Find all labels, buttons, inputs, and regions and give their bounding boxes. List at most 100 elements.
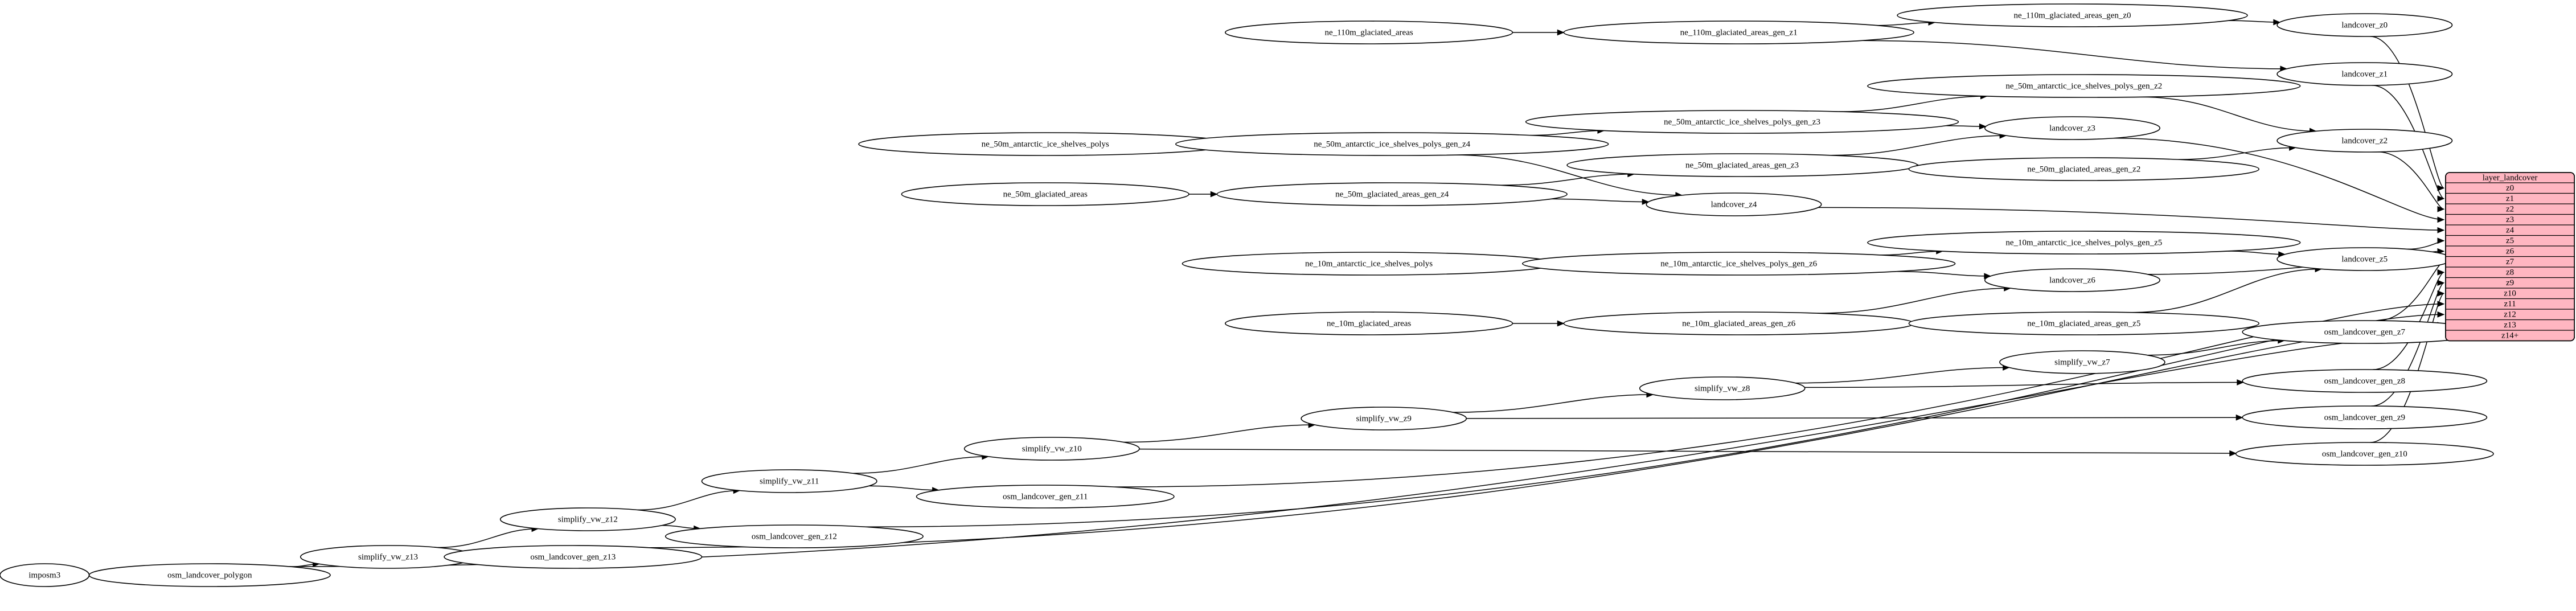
edge-ne_50m_antarctic_ice_shelves_polys_gen_z2-to-landcover_z2	[2140, 96, 2316, 132]
layer-table-row-z4[interactable]: z4	[2506, 226, 2515, 235]
graph-node-ne_10m_glaciated_areas_gen_z5[interactable]: ne_10m_glaciated_areas_gen_z5	[1908, 311, 2260, 335]
graph-node-simplify_vw_z10[interactable]: simplify_vw_z10	[963, 437, 1140, 461]
graph-node-simplify_vw_z7[interactable]: simplify_vw_z7	[1999, 350, 2165, 374]
node-ellipse-osm_landcover_gen_z8	[2242, 369, 2488, 393]
layer-table-row-z7[interactable]: z7	[2506, 257, 2515, 266]
node-ellipse-ne_10m_glaciated_areas_gen_z5	[1908, 311, 2260, 335]
edge-simplify_vw_z7-to-osm_landcover_gen_z7	[2147, 340, 2284, 356]
layer-table-row-z0[interactable]: z0	[2506, 184, 2514, 193]
layer-table-row-z2[interactable]: z2	[2506, 205, 2514, 214]
layer-table-row-z13[interactable]: z13	[2504, 321, 2516, 330]
graph-node-ne_50m_glaciated_areas_gen_z4[interactable]: ne_50m_glaciated_areas_gen_z4	[1216, 182, 1568, 206]
graph-node-ne_50m_glaciated_areas[interactable]: ne_50m_glaciated_areas	[901, 182, 1189, 206]
node-label-ne_10m_antarctic_ice_shelves_polys: ne_10m_antarctic_ice_shelves_polys	[1305, 259, 1433, 268]
graph-node-osm_landcover_gen_z12[interactable]: osm_landcover_gen_z12	[664, 524, 924, 548]
node-ellipse-ne_10m_antarctic_ice_shelves_polys_gen_z6	[1522, 252, 1956, 276]
graph-node-simplify_vw_z9[interactable]: simplify_vw_z9	[1301, 407, 1467, 430]
graph-node-ne_10m_antarctic_ice_shelves_polys_gen_z5[interactable]: ne_10m_antarctic_ice_shelves_polys_gen_z…	[1867, 231, 2301, 255]
node-label-osm_landcover_gen_z11: osm_landcover_gen_z11	[1003, 492, 1088, 501]
node-label-ne_50m_glaciated_areas: ne_50m_glaciated_areas	[1003, 190, 1088, 199]
layer-table-row-z8[interactable]: z8	[2506, 268, 2514, 277]
graph-node-simplify_vw_z12[interactable]: simplify_vw_z12	[499, 507, 676, 531]
edges-layer	[83, 19, 2445, 579]
edge-ne_50m_glaciated_areas_gen_z4-to-landcover_z4	[1550, 198, 1649, 203]
graph-node-landcover_z4[interactable]: landcover_z4	[1646, 192, 1822, 216]
edge-ne_50m_antarctic_ice_shelves_polys_gen_z4-to-landcover_z4	[1454, 154, 1682, 196]
edge-arrowhead	[2229, 450, 2237, 457]
graph-node-ne_50m_antarctic_ice_shelves_polys_gen_z3[interactable]: ne_50m_antarctic_ice_shelves_polys_gen_z…	[1525, 110, 1959, 134]
node-ellipse-ne_50m_antarctic_ice_shelves_polys_gen_z3	[1525, 110, 1959, 134]
node-ellipse-simplify_vw_z12	[499, 507, 676, 531]
graph-node-ne_50m_antarctic_ice_shelves_polys[interactable]: ne_50m_antarctic_ice_shelves_polys	[858, 132, 1233, 156]
layer-table-row-z11[interactable]: z11	[2504, 300, 2516, 309]
graph-node-landcover_z3[interactable]: landcover_z3	[1984, 116, 2161, 140]
graph-node-osm_landcover_gen_z13[interactable]: osm_landcover_gen_z13	[444, 545, 703, 569]
edge-simplify_vw_z8-to-osm_landcover_gen_z8	[1804, 382, 2243, 388]
node-label-simplify_vw_z10: simplify_vw_z10	[1022, 444, 1082, 453]
edge-ne_50m_glaciated_areas_gen_z3-to-landcover_z3	[1830, 135, 2007, 156]
node-ellipse-osm_landcover_gen_z9	[2242, 405, 2488, 429]
layer-table-row-z9[interactable]: z9	[2506, 278, 2514, 288]
layer-table-row-z3[interactable]: z3	[2506, 215, 2514, 224]
edge-osm_landcover_gen_z13-to-table-row-13	[647, 325, 2444, 548]
node-label-osm_landcover_gen_z10: osm_landcover_gen_z10	[2322, 449, 2407, 458]
graph-node-landcover_z2[interactable]: landcover_z2	[2276, 129, 2453, 153]
layer-table-row-z14+[interactable]: z14+	[2501, 331, 2518, 341]
graph-node-osm_landcover_gen_z9[interactable]: osm_landcover_gen_z9	[2242, 405, 2488, 429]
graph-node-landcover_z0[interactable]: landcover_z0	[2276, 13, 2453, 37]
node-label-ne_50m_antarctic_ice_shelves_polys_gen_z2: ne_50m_antarctic_ice_shelves_polys_gen_z…	[2005, 81, 2162, 91]
node-ellipse-landcover_z2	[2276, 129, 2453, 153]
edge-simplify_vw_z9-to-osm_landcover_gen_z9	[1466, 417, 2243, 419]
layer-table-row-z5[interactable]: z5	[2506, 236, 2514, 245]
node-ellipse-osm_landcover_gen_z12	[664, 524, 924, 548]
edge-arrowhead	[2437, 195, 2445, 202]
node-ellipse-landcover_z4	[1646, 192, 1822, 216]
graph-node-ne_50m_antarctic_ice_shelves_polys_gen_z2[interactable]: ne_50m_antarctic_ice_shelves_polys_gen_z…	[1867, 74, 2301, 98]
node-label-ne_10m_glaciated_areas: ne_10m_glaciated_areas	[1327, 319, 1411, 328]
graph-node-ne_110m_glaciated_areas_gen_z1[interactable]: ne_110m_glaciated_areas_gen_z1	[1563, 20, 1914, 44]
node-label-simplify_vw_z7: simplify_vw_z7	[2054, 358, 2110, 367]
node-label-simplify_vw_z9: simplify_vw_z9	[1356, 414, 1412, 423]
graph-node-ne_10m_glaciated_areas_gen_z6[interactable]: ne_10m_glaciated_areas_gen_z6	[1563, 311, 1914, 335]
graph-node-ne_10m_antarctic_ice_shelves_polys_gen_z6[interactable]: ne_10m_antarctic_ice_shelves_polys_gen_z…	[1522, 252, 1956, 276]
edge-ne_110m_glaciated_areas_gen_z0-to-landcover_z0	[2228, 20, 2280, 23]
edge-arrowhead	[2437, 206, 2445, 212]
node-label-landcover_z3: landcover_z3	[2049, 124, 2095, 133]
edge-landcover_z3-to-table-row-3	[2113, 137, 2444, 220]
graph-node-ne_50m_glaciated_areas_gen_z3[interactable]: ne_50m_glaciated_areas_gen_z3	[1566, 153, 1918, 177]
edge-osm_landcover_polygon-to-table-row-14	[289, 335, 2444, 567]
layer-table-row-z1[interactable]: z1	[2506, 194, 2514, 203]
graph-node-osm_landcover_gen_z10[interactable]: osm_landcover_gen_z10	[2235, 442, 2494, 466]
graph-node-landcover_z5[interactable]: landcover_z5	[2276, 247, 2453, 271]
edge-osm_landcover_gen_z11-to-table-row-11	[1114, 304, 2444, 487]
node-label-ne_50m_antarctic_ice_shelves_polys_gen_z3: ne_50m_antarctic_ice_shelves_polys_gen_z…	[1664, 117, 1820, 126]
graph-node-simplify_vw_z11[interactable]: simplify_vw_z11	[701, 469, 877, 493]
node-label-ne_50m_glaciated_areas_gen_z3: ne_50m_glaciated_areas_gen_z3	[1685, 161, 1799, 170]
node-label-osm_landcover_gen_z13: osm_landcover_gen_z13	[530, 552, 616, 561]
graph-node-ne_50m_glaciated_areas_gen_z2[interactable]: ne_50m_glaciated_areas_gen_z2	[1908, 157, 2260, 181]
graph-node-osm_landcover_gen_z11[interactable]: osm_landcover_gen_z11	[916, 485, 1175, 509]
graph-node-osm_landcover_polygon[interactable]: osm_landcover_polygon	[88, 563, 331, 587]
layer-table-row-z12[interactable]: z12	[2504, 310, 2516, 319]
edge-ne_10m_glaciated_areas_gen_z6-to-landcover_z6	[1817, 288, 2011, 314]
layer-table-row-z6[interactable]: z6	[2506, 247, 2515, 256]
graph-node-imposm3[interactable]: imposm3	[0, 563, 90, 587]
node-label-ne_110m_glaciated_areas: ne_110m_glaciated_areas	[1324, 28, 1413, 37]
graph-node-ne_50m_antarctic_ice_shelves_polys_gen_z4[interactable]: ne_50m_antarctic_ice_shelves_polys_gen_z…	[1175, 132, 1609, 156]
node-ellipse-ne_110m_glaciated_areas_gen_z1	[1563, 20, 1914, 44]
layer-table-row-z10[interactable]: z10	[2504, 289, 2516, 298]
node-ellipse-osm_landcover_gen_z11	[916, 485, 1175, 509]
edge-simplify_vw_z9-to-simplify_vw_z8	[1453, 394, 1653, 413]
graph-node-landcover_z6[interactable]: landcover_z6	[1984, 268, 2161, 292]
edge-ne_50m_glaciated_areas_gen_z4-to-ne_50m_glaciated_areas_gen_z3	[1500, 173, 1634, 186]
graph-node-simplify_vw_z8[interactable]: simplify_vw_z8	[1639, 376, 1806, 400]
node-ellipse-simplify_vw_z7	[1999, 350, 2165, 374]
graph-node-ne_10m_glaciated_areas[interactable]: ne_10m_glaciated_areas	[1225, 311, 1513, 335]
graph-node-ne_10m_antarctic_ice_shelves_polys[interactable]: ne_10m_antarctic_ice_shelves_polys	[1182, 252, 1556, 276]
graph-node-ne_110m_glaciated_areas[interactable]: ne_110m_glaciated_areas	[1225, 20, 1513, 44]
graph-node-ne_110m_glaciated_areas_gen_z0[interactable]: ne_110m_glaciated_areas_gen_z0	[1897, 3, 2248, 27]
graph-node-landcover_z1[interactable]: landcover_z1	[2276, 62, 2453, 86]
node-ellipse-osm_landcover_gen_z13	[444, 545, 703, 569]
graph-node-osm_landcover_gen_z8[interactable]: osm_landcover_gen_z8	[2242, 369, 2488, 393]
